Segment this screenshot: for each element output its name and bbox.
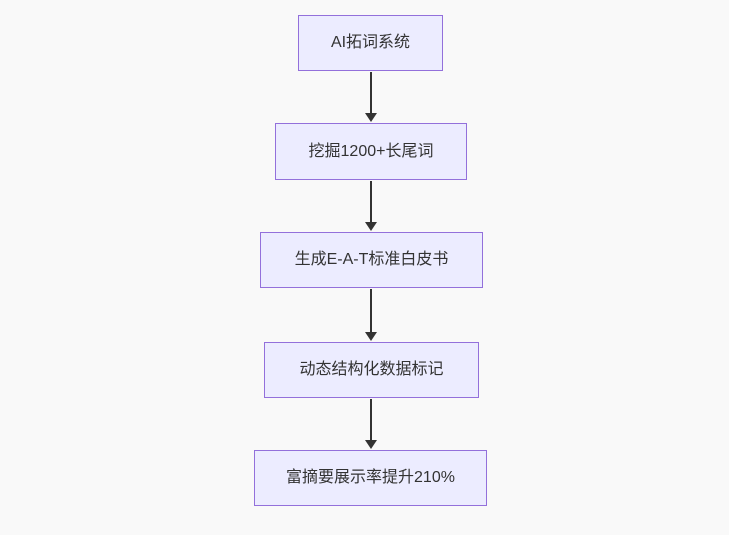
- flowchart-node-structured-data: 动态结构化数据标记: [264, 342, 479, 398]
- arrow-shaft: [370, 72, 372, 113]
- arrow-connector: [365, 181, 377, 231]
- arrow-head-icon: [365, 440, 377, 449]
- arrow-shaft: [370, 399, 372, 440]
- flowchart-node-eat-whitepaper: 生成E-A-T标准白皮书: [260, 232, 483, 288]
- node-label: 富摘要展示率提升210%: [286, 469, 455, 486]
- node-label: 动态结构化数据标记: [299, 361, 444, 378]
- flowchart-node-ai-expansion: AI拓词系统: [298, 15, 443, 71]
- flowchart-node-rich-snippet-rate: 富摘要展示率提升210%: [254, 450, 487, 506]
- arrow-shaft: [370, 289, 372, 332]
- arrow-connector: [365, 72, 377, 122]
- arrow-head-icon: [365, 222, 377, 231]
- flowchart-node-longtail-mining: 挖掘1200+长尾词: [275, 123, 467, 180]
- arrow-shaft: [370, 181, 372, 222]
- arrow-head-icon: [365, 332, 377, 341]
- arrow-connector: [365, 399, 377, 449]
- arrow-head-icon: [365, 113, 377, 122]
- node-label: AI拓词系统: [330, 34, 411, 51]
- node-label: 挖掘1200+长尾词: [308, 142, 434, 160]
- node-label: 生成E-A-T标准白皮书: [294, 251, 449, 268]
- arrow-connector: [365, 289, 377, 341]
